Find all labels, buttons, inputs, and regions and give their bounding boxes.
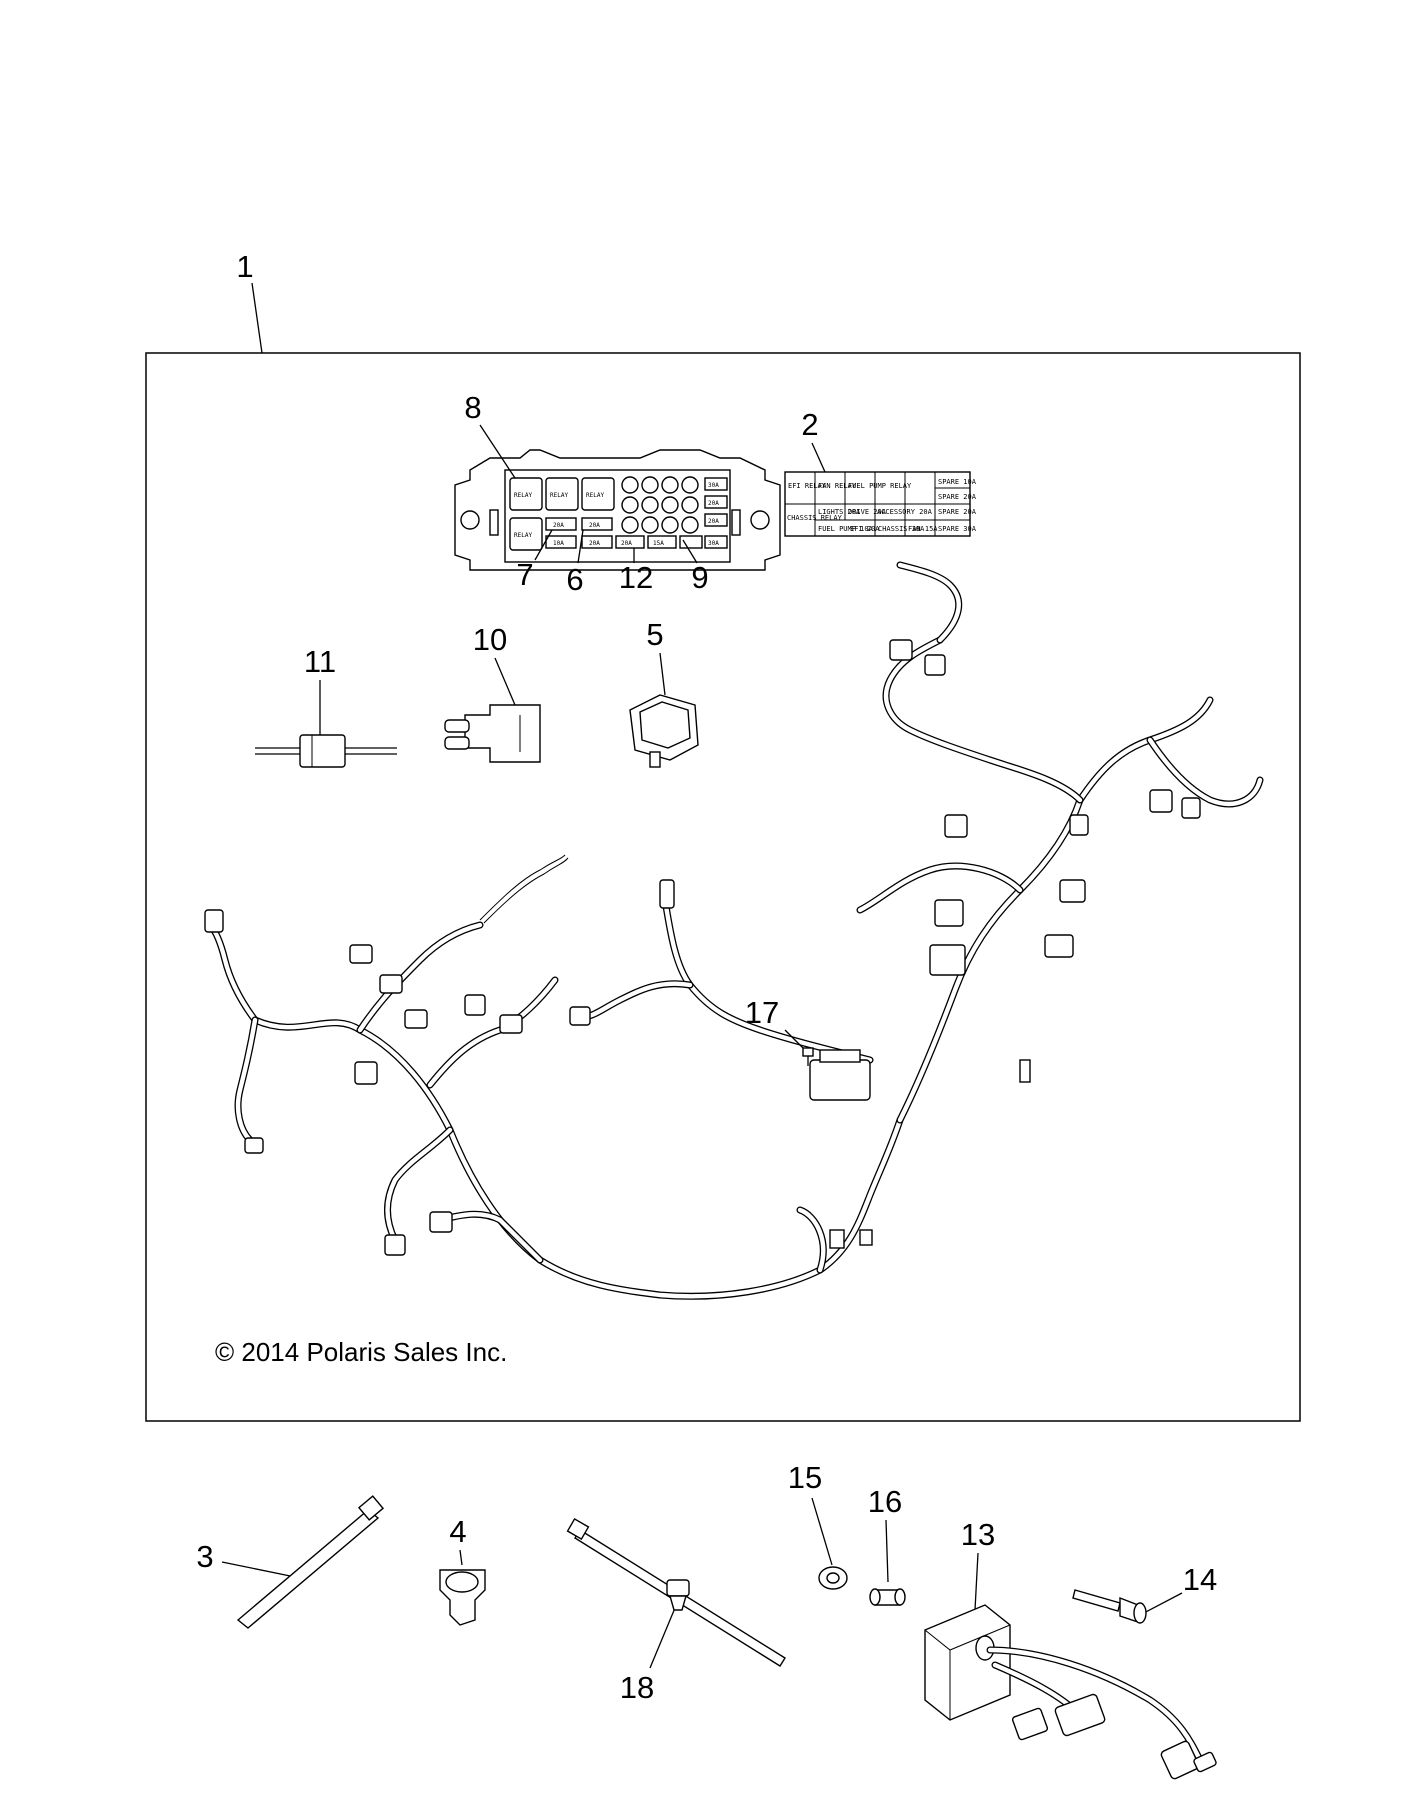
svg-text:RELAY: RELAY xyxy=(514,532,532,539)
wire-harness xyxy=(206,561,1264,1300)
harness-connectors xyxy=(204,639,1201,1256)
svg-text:20A: 20A xyxy=(708,500,719,507)
callout-12[interactable]: 12 xyxy=(619,548,653,595)
svg-text:18: 18 xyxy=(620,1670,654,1705)
grommet-15 xyxy=(818,1566,848,1590)
svg-text:6: 6 xyxy=(566,562,583,597)
svg-text:CHASSIS RELAY: CHASSIS RELAY xyxy=(787,514,843,522)
callout-4[interactable]: 4 xyxy=(449,1514,467,1566)
bolt-14 xyxy=(1072,1589,1147,1624)
svg-text:SPARE 10A: SPARE 10A xyxy=(938,478,977,486)
fuse-label-decal: EFI RELAY FAN RELAY FUEL PUMP RELAY CHAS… xyxy=(784,471,977,537)
svg-text:1: 1 xyxy=(236,249,253,284)
svg-text:14: 14 xyxy=(1183,1562,1217,1597)
callout-16[interactable]: 16 xyxy=(868,1484,902,1583)
callout-8[interactable]: 8 xyxy=(464,390,516,479)
svg-text:30A: 30A xyxy=(708,482,719,489)
connector-part xyxy=(629,694,699,768)
callout-13[interactable]: 13 xyxy=(961,1517,995,1611)
svg-text:8: 8 xyxy=(464,390,481,425)
svg-text:LIGHTS 20A: LIGHTS 20A xyxy=(818,508,861,516)
spacer-16 xyxy=(869,1588,906,1606)
svg-text:20A: 20A xyxy=(589,540,600,547)
svg-text:10A: 10A xyxy=(553,540,564,547)
svg-text:5: 5 xyxy=(646,617,663,652)
svg-text:RELAY: RELAY xyxy=(514,492,532,499)
callout-5[interactable]: 5 xyxy=(646,617,666,696)
svg-text:EFI RELAY: EFI RELAY xyxy=(788,482,827,490)
svg-text:SPARE 20A: SPARE 20A xyxy=(938,493,977,501)
svg-text:12: 12 xyxy=(619,560,653,595)
svg-text:20A: 20A xyxy=(553,522,564,529)
svg-text:15: 15 xyxy=(788,1460,822,1495)
svg-text:ACCESSORY 20A: ACCESSORY 20A xyxy=(877,508,933,516)
callout-11[interactable]: 11 xyxy=(304,644,336,735)
svg-text:30A: 30A xyxy=(708,540,719,547)
svg-text:DRIVE 20A: DRIVE 20A xyxy=(848,508,887,516)
svg-text:9: 9 xyxy=(691,560,708,595)
harness-clip xyxy=(439,1569,486,1626)
callout-18[interactable]: 18 xyxy=(620,1607,676,1705)
callout-3[interactable]: 3 xyxy=(196,1539,301,1579)
callout-2[interactable]: 2 xyxy=(801,407,826,473)
svg-text:3: 3 xyxy=(196,1539,213,1574)
svg-text:SPARE 30A: SPARE 30A xyxy=(938,525,977,533)
svg-text:16: 16 xyxy=(868,1484,902,1519)
callout-15[interactable]: 15 xyxy=(788,1460,833,1566)
svg-text:15A: 15A xyxy=(653,540,664,547)
svg-text:RELAY: RELAY xyxy=(550,492,568,499)
svg-text:20A: 20A xyxy=(589,522,600,529)
svg-text:CHASSIS 30A: CHASSIS 30A xyxy=(878,525,925,533)
callout-1[interactable]: 1 xyxy=(236,249,263,354)
svg-text:FAN 15A: FAN 15A xyxy=(908,525,938,533)
svg-text:10: 10 xyxy=(473,622,507,657)
copyright-text: © 2014 Polaris Sales Inc. xyxy=(215,1337,507,1367)
svg-text:20A: 20A xyxy=(708,518,719,525)
cable-tie-with-clip xyxy=(566,1517,786,1667)
svg-text:FUEL PUMP RELAY: FUEL PUMP RELAY xyxy=(848,482,912,490)
svg-text:20A: 20A xyxy=(621,540,632,547)
svg-text:FUEL PUMP 10A: FUEL PUMP 10A xyxy=(818,525,874,533)
kit-frame xyxy=(145,352,1301,1422)
callout-6[interactable]: 6 xyxy=(566,529,584,597)
svg-text:17: 17 xyxy=(745,995,779,1030)
callout-7[interactable]: 7 xyxy=(516,529,553,592)
push-rivet xyxy=(802,1047,814,1066)
fuse-relay-box[interactable]: RELAY RELAY RELAY RELAY 20A 20A 10A 20A 20… xyxy=(454,449,781,571)
svg-text:EFI 20A: EFI 20A xyxy=(850,525,880,533)
svg-text:2: 2 xyxy=(801,407,818,442)
svg-text:FAN RELAY: FAN RELAY xyxy=(818,482,857,490)
callout-14[interactable]: 14 xyxy=(1139,1562,1217,1616)
svg-text:4: 4 xyxy=(449,1514,466,1549)
callout-10[interactable]: 10 xyxy=(473,622,516,706)
svg-text:7: 7 xyxy=(516,557,533,592)
callout-9[interactable]: 9 xyxy=(682,539,709,595)
svg-text:SPARE 20A: SPARE 20A xyxy=(938,508,977,516)
svg-text:13: 13 xyxy=(961,1517,995,1552)
svg-text:11: 11 xyxy=(304,644,336,679)
svg-text:RELAY: RELAY xyxy=(586,492,604,499)
blade-fuse xyxy=(444,704,541,763)
cable-tie xyxy=(236,1495,385,1629)
callout-17[interactable]: 17 xyxy=(745,995,806,1051)
inline-fuse-holder xyxy=(255,734,397,768)
electronic-module xyxy=(924,1604,1217,1780)
